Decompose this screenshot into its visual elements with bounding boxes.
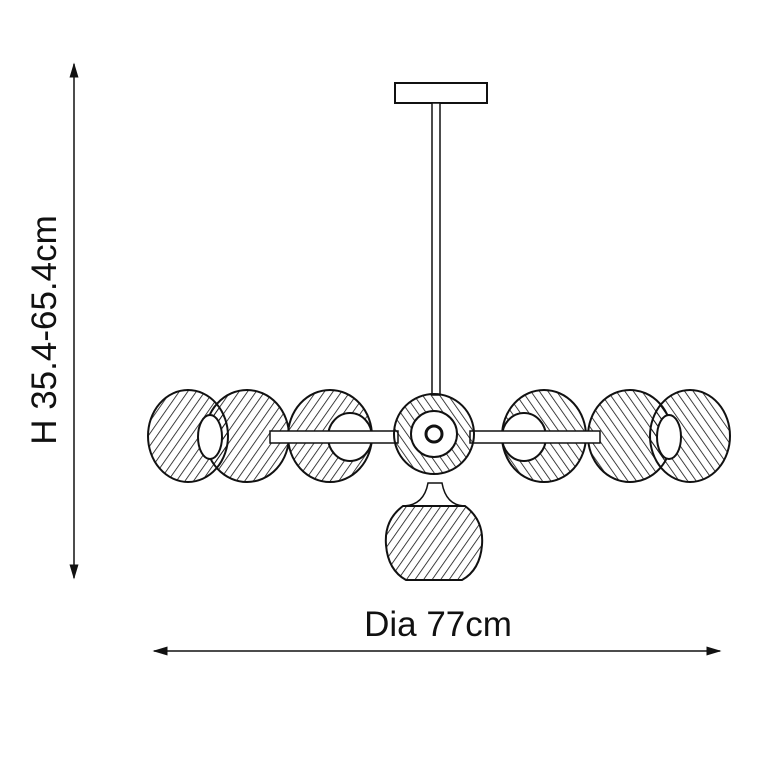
- suspension-rod: [431, 102, 441, 396]
- bottom-globe-neck: [403, 482, 465, 507]
- globe-opening: [197, 414, 223, 460]
- arm-right: [469, 430, 601, 444]
- diameter-label: Dia 77cm: [364, 605, 512, 644]
- arm-left: [269, 430, 399, 444]
- globe-bottom: [384, 505, 484, 581]
- ceiling-canopy: [394, 82, 488, 104]
- globe-opening: [656, 414, 682, 460]
- height-label: H 35.4-65.4cm: [25, 215, 64, 445]
- hub-finial: [424, 424, 444, 444]
